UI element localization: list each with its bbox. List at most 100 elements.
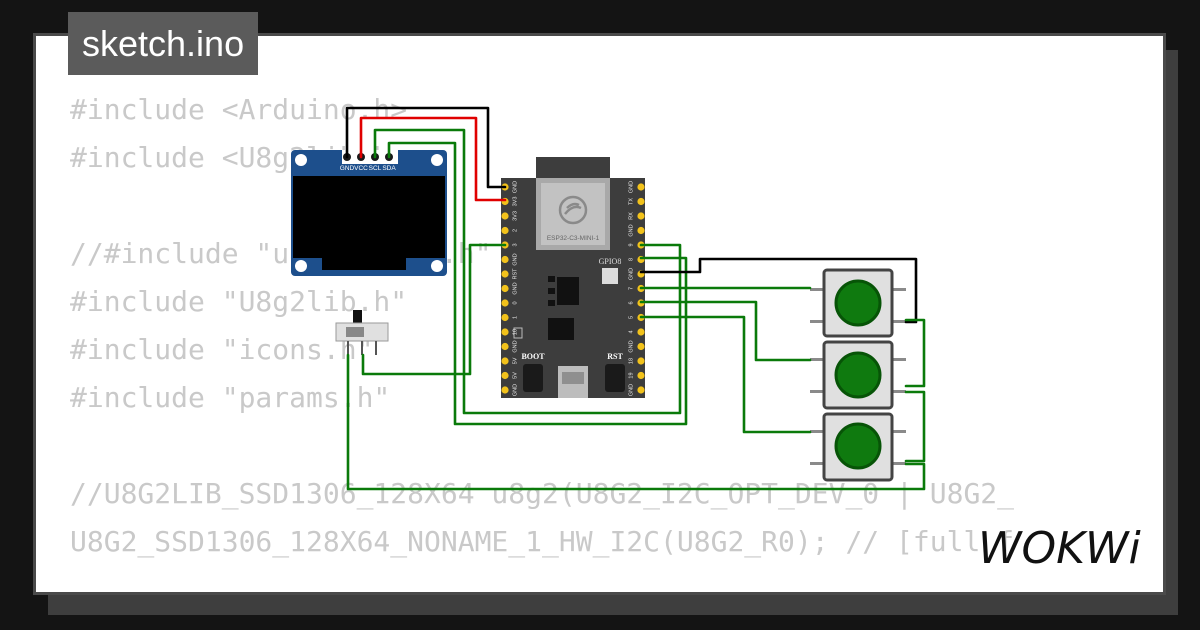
left-pin-label: 1	[512, 316, 518, 319]
button-leg	[892, 288, 906, 291]
left-pin[interactable]	[501, 342, 509, 351]
right-pin-label: 4	[628, 330, 634, 333]
esp32-c3-board[interactable]: ESP32-C3-MINI-1 GPIO8 BOOT RST GND3V33V3…	[501, 157, 645, 398]
left-pin-label: GND	[512, 384, 518, 396]
rst-button[interactable]	[605, 364, 625, 392]
left-pin-label: 3V3	[512, 211, 518, 221]
right-pin[interactable]	[637, 197, 645, 206]
boot-button[interactable]	[523, 364, 543, 392]
left-pin-label: GND	[512, 181, 518, 193]
module-shield	[541, 183, 605, 245]
button-leg	[810, 358, 824, 361]
oled-mount-hole	[295, 154, 307, 166]
file-tab[interactable]: sketch.ino	[68, 12, 259, 75]
right-pin[interactable]	[637, 183, 645, 191]
left-pin-label: GND	[512, 282, 518, 294]
right-pin[interactable]	[637, 371, 645, 380]
left-pin[interactable]	[501, 328, 509, 336]
right-pin-label: RX	[628, 212, 634, 220]
code-line: #include "U8g2lib.h"	[70, 285, 408, 318]
wire-button-3	[639, 315, 812, 434]
regulator-pin	[548, 288, 555, 294]
button-leg	[810, 320, 824, 323]
button-cap[interactable]	[834, 422, 882, 470]
left-pin[interactable]	[501, 386, 509, 394]
switch-knob[interactable]	[353, 310, 362, 324]
rgb-led	[602, 268, 618, 284]
oled-pin-label: VCC	[354, 165, 368, 172]
right-pin[interactable]	[637, 328, 645, 336]
button-cap[interactable]	[834, 351, 882, 399]
left-pin[interactable]	[501, 270, 509, 278]
wifi-logo-icon	[558, 195, 588, 225]
right-pin[interactable]	[637, 386, 645, 394]
right-pin-label: GND	[628, 340, 634, 352]
code-line: #include <Arduino.h>	[70, 93, 408, 126]
wire-gnd	[345, 106, 507, 189]
regulator-pin	[548, 276, 555, 282]
right-pin[interactable]	[637, 342, 645, 351]
right-pin[interactable]	[637, 357, 645, 365]
oled-display[interactable]: GND VCC SCL SDA	[291, 150, 447, 276]
button-leg	[892, 462, 906, 465]
antenna	[536, 157, 610, 181]
right-pin-label: GND	[628, 181, 634, 193]
oled-pin-label: SDA	[382, 165, 396, 172]
code-line: U8G2_SSD1306_128X64_NONAME_1_HW_I2C(U8G2…	[70, 525, 1015, 558]
left-pin[interactable]	[501, 299, 509, 307]
led-label: GPIO8	[599, 257, 622, 266]
left-pin-label: GND	[512, 340, 518, 352]
wire-scl	[373, 128, 682, 415]
left-pin-label: GND	[512, 253, 518, 265]
oled-mount-hole	[431, 154, 443, 166]
wire-switch	[361, 243, 507, 376]
left-pin[interactable]	[501, 284, 509, 293]
left-pin[interactable]	[501, 255, 509, 264]
wire-switch-gnd	[346, 353, 926, 491]
switch-leg	[375, 341, 377, 355]
slide-switch[interactable]	[335, 310, 389, 355]
switch-leg	[347, 341, 349, 355]
button-leg	[810, 462, 824, 465]
code-line: //U8G2LIB_SSD1306_128X64 u8g2(U8G2_I2C_O…	[70, 477, 1015, 510]
push-button-1[interactable]	[810, 268, 906, 338]
wire-button-2	[639, 300, 812, 362]
wire-sda	[387, 141, 688, 426]
right-pin-label: 18	[628, 358, 634, 364]
push-button-2[interactable]	[810, 340, 906, 410]
button-leg	[892, 320, 906, 323]
wokwi-logo[interactable]: WOKWi	[978, 523, 1150, 573]
button-leg	[810, 430, 824, 433]
wire-gnd-bridge-2	[904, 390, 926, 463]
code-line: #include "params.h"	[70, 381, 391, 414]
switch-slider	[346, 327, 364, 337]
left-pin-label: RST	[512, 268, 518, 280]
wires	[345, 106, 926, 491]
push-button-3[interactable]	[810, 412, 906, 482]
left-pin[interactable]	[501, 226, 509, 235]
left-pin[interactable]	[501, 371, 509, 380]
oled-ribbon	[322, 258, 406, 270]
button-leg	[892, 430, 906, 433]
right-pin[interactable]	[637, 226, 645, 235]
left-pin[interactable]	[501, 212, 509, 220]
left-pin-label: 3V3	[512, 197, 518, 207]
right-pin-label: 7	[628, 287, 634, 290]
left-pin-label: 5V	[512, 372, 518, 379]
oled-pin-label: GND	[340, 165, 355, 172]
regulator-pin	[548, 300, 555, 306]
left-pin[interactable]	[501, 357, 509, 365]
left-pin[interactable]	[501, 313, 509, 322]
button-cap[interactable]	[834, 279, 882, 327]
usb-port-inner	[562, 372, 584, 384]
oled-screen	[293, 176, 445, 258]
smd-part	[513, 327, 523, 339]
wokwi-logo-text: WOKWi	[978, 523, 1141, 573]
right-pin[interactable]	[637, 212, 645, 220]
right-pin-label: 9	[628, 243, 634, 246]
left-pin-label: 10	[512, 329, 518, 335]
switch-leg	[361, 341, 363, 355]
oled-mount-hole	[431, 260, 443, 272]
